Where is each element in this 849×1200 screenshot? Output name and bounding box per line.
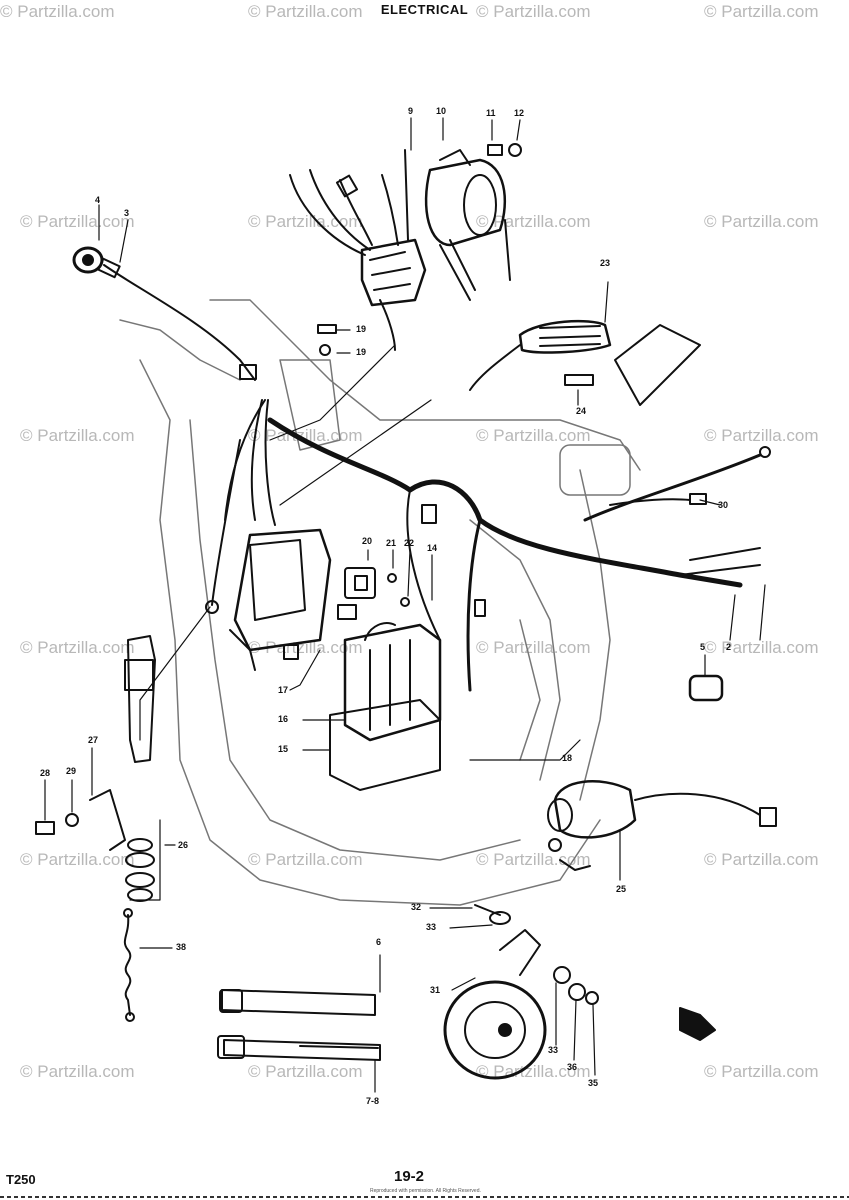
callout-label: 16: [278, 714, 289, 724]
watermark-text: © Partzilla.com: [248, 1062, 363, 1081]
watermark-text: © Partzilla.com: [476, 638, 591, 657]
watermark-text: © Partzilla.com: [476, 2, 591, 21]
callout-label: 33: [548, 1045, 559, 1055]
callout-label: 27: [88, 735, 99, 745]
callout-label: 4: [95, 195, 101, 205]
watermark-text: © Partzilla.com: [20, 638, 135, 657]
callout-label: 2: [726, 642, 732, 652]
callout-label: 6: [376, 937, 382, 947]
callout-label: 24: [576, 406, 587, 416]
callout-label: 10: [436, 106, 447, 116]
watermark-text: © Partzilla.com: [704, 638, 819, 657]
callout-label: 32: [411, 902, 422, 912]
watermark-text: © Partzilla.com: [20, 850, 135, 869]
callout-label: 19: [356, 347, 367, 357]
callout-label: 18: [562, 753, 573, 763]
bolt: [221, 989, 376, 1016]
callout-label: 3: [124, 208, 130, 218]
ignition-switch: [553, 780, 637, 839]
watermark-text: © Partzilla.com: [248, 850, 363, 869]
watermark-text: © Partzilla.com: [476, 850, 591, 869]
callout-label: 22: [404, 538, 415, 548]
watermark-text: © Partzilla.com: [20, 1062, 135, 1081]
callout-label: 20: [362, 536, 373, 546]
watermark-text: © Partzilla.com: [704, 426, 819, 445]
callout-label: 12: [514, 108, 525, 118]
footer-rule: [0, 1196, 849, 1198]
watermark-text: © Partzilla.com: [20, 212, 135, 231]
callout-label: 19: [356, 324, 367, 334]
callout-label: 30: [718, 500, 729, 510]
cap: [688, 674, 724, 702]
callout-label: 38: [176, 942, 187, 952]
callout-label: 5: [700, 642, 706, 652]
watermark-text: © Partzilla.com: [20, 426, 135, 445]
wire-30: [583, 453, 762, 522]
ignition-coil: [424, 158, 507, 247]
watermark-text: © Partzilla.com: [248, 426, 363, 445]
horn: [443, 980, 547, 1080]
callout-label: 33: [426, 922, 437, 932]
regulator: [360, 238, 427, 307]
bolt: [223, 1039, 381, 1061]
page-title: ELECTRICAL: [380, 2, 469, 17]
callout-label: 29: [66, 766, 77, 776]
watermark-text: © Partzilla.com: [476, 426, 591, 445]
watermark-text: © Partzilla.com: [248, 2, 363, 21]
watermark-text: © Partzilla.com: [704, 850, 819, 869]
callout-label: 25: [616, 884, 627, 894]
callout-label: 15: [278, 744, 289, 754]
lead-wire: [103, 264, 256, 381]
direction-arrow: [679, 1007, 716, 1041]
callout-label: 14: [427, 543, 438, 553]
spring: [123, 914, 132, 1016]
callout-label: 26: [178, 840, 189, 850]
callout-label: 7-8: [366, 1096, 380, 1106]
callout-label: 11: [486, 108, 496, 118]
watermark-text: © Partzilla.com: [0, 2, 115, 21]
callout-label: 28: [40, 768, 51, 778]
brake-switch: [127, 635, 156, 763]
callout-label: 31: [430, 985, 441, 995]
callout-label: 9: [408, 106, 414, 116]
watermark-text: © Partzilla.com: [248, 638, 363, 657]
main-harness: [267, 417, 743, 588]
callout-label: 21: [386, 538, 397, 548]
watermark-text: © Partzilla.com: [704, 212, 819, 231]
watermark-text: © Partzilla.com: [704, 1062, 819, 1081]
callout-label: 17: [278, 685, 289, 695]
callout-label: 23: [600, 258, 611, 268]
callout-label: 35: [588, 1078, 599, 1088]
callout-label: 36: [567, 1062, 578, 1072]
copyright-text: Reproduced with permission. All Rights R…: [370, 1188, 481, 1194]
cdi-unit: [233, 528, 332, 652]
tail-light: [518, 319, 612, 354]
model-label: T250: [6, 1172, 36, 1187]
frame-outline: [119, 299, 641, 906]
page-number: 19-2: [394, 1168, 425, 1185]
watermark-text: © Partzilla.com: [704, 2, 819, 21]
battery-case: [329, 699, 441, 791]
battery: [343, 623, 442, 742]
